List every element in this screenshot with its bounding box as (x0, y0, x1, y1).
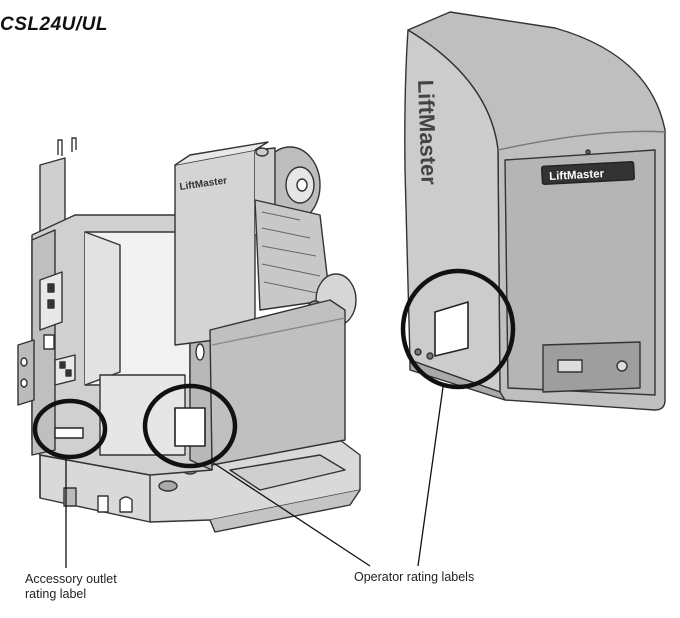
operator-label-circle-left (142, 383, 238, 469)
accessory-outlet-callout: Accessory outlet rating label (25, 572, 145, 602)
operator-leader-line-left (211, 461, 371, 567)
side-vertical-brand: LiftMaster (413, 79, 442, 185)
accessory-callout-line2: rating label (25, 587, 87, 601)
covered-operator: LiftMaster LiftMaster (404, 11, 666, 411)
callout-markers (32, 268, 516, 568)
accessory-label-circle (32, 398, 108, 460)
operator-leader-line-right (417, 386, 444, 567)
accessory-callout-line1: Accessory outlet (25, 572, 117, 586)
open-operator-chassis: LiftMaster (17, 137, 361, 533)
model-title: CSL24U/UL (0, 14, 108, 35)
cover-brand-label: LiftMaster (549, 168, 605, 183)
operator-rating-callout: Operator rating labels (354, 570, 475, 584)
operator-label-circle-right (400, 268, 516, 390)
